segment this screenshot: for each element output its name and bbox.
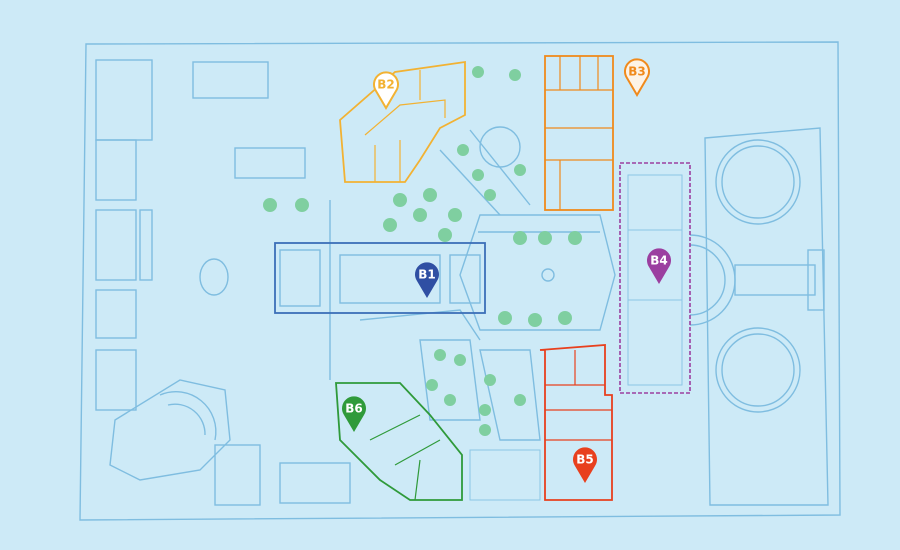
building-b1[interactable] bbox=[274, 242, 486, 314]
marker-label: B3 bbox=[628, 65, 646, 79]
building-b2[interactable] bbox=[339, 60, 466, 183]
west-buildings bbox=[95, 59, 351, 506]
marker-label: B2 bbox=[377, 78, 395, 92]
building-b3[interactable] bbox=[544, 55, 614, 211]
marker-label: B4 bbox=[650, 254, 668, 268]
central-plaza bbox=[329, 126, 616, 501]
trees bbox=[263, 66, 582, 436]
marker-b2[interactable]: B2 bbox=[373, 71, 399, 110]
building-b5[interactable] bbox=[539, 344, 613, 501]
site-boundary bbox=[79, 41, 841, 521]
marker-b5[interactable]: B5 bbox=[573, 447, 597, 483]
marker-label: B5 bbox=[576, 453, 594, 467]
map-pin-icon bbox=[342, 396, 366, 432]
marker-b1[interactable]: B1 bbox=[415, 262, 439, 298]
marker-label: B6 bbox=[345, 402, 363, 416]
marker-b6[interactable]: B6 bbox=[342, 396, 366, 432]
map-pin-icon bbox=[415, 262, 439, 298]
map-pin-icon bbox=[624, 58, 650, 97]
map-pin-icon bbox=[573, 447, 597, 483]
east-facilities bbox=[689, 127, 829, 506]
map-pin-icon bbox=[647, 248, 671, 284]
marker-label: B1 bbox=[418, 268, 436, 282]
marker-b4[interactable]: B4 bbox=[647, 248, 671, 284]
building-b4[interactable] bbox=[619, 162, 691, 394]
building-b6[interactable] bbox=[335, 382, 463, 501]
marker-b3[interactable]: B3 bbox=[624, 58, 650, 97]
map-pin-icon bbox=[373, 71, 399, 110]
